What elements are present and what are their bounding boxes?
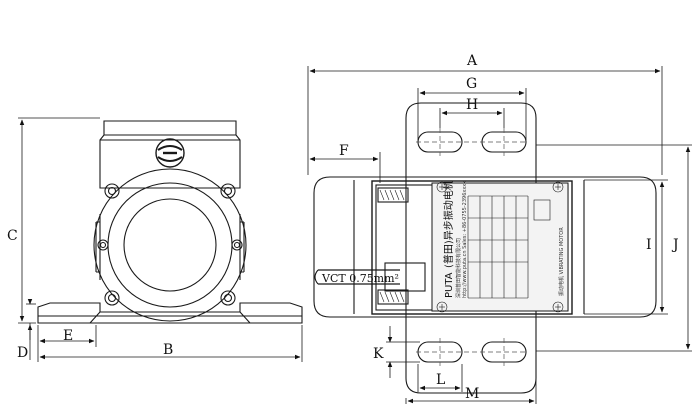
nameplate-contact: http://www.puta.cn Sales: +86-0755-2396x… — [462, 181, 468, 298]
nameplate-company: 深圳普田智能科技有限公司 — [455, 238, 462, 298]
dim-label-m: M — [465, 386, 479, 402]
nameplate: PUTA (普田)异步振动电机 深圳普田智能科技有限公司 http://www.… — [431, 180, 569, 313]
dim-label-i: I — [646, 237, 652, 253]
dim-label-b: B — [163, 342, 173, 358]
dim-label-d: D — [17, 345, 28, 361]
front-bolts — [97, 183, 243, 306]
nameplate-footer: 振动电机 VIBRATING MOTOR — [558, 227, 565, 296]
dim-label-a: A — [466, 53, 478, 69]
nameplate-brand: PUTA — [444, 272, 455, 298]
dim-label-g: G — [466, 76, 477, 92]
dim-label-h: H — [466, 97, 478, 113]
cable-spec-label: VCT 0.75mm² — [321, 272, 399, 285]
top-dimensions — [307, 66, 692, 404]
dim-label-k: K — [373, 346, 384, 362]
brand-logo-icon — [155, 138, 185, 168]
dim-label-j: J — [671, 237, 679, 253]
front-view — [37, 120, 303, 324]
dim-label-c: C — [7, 228, 18, 244]
dim-label-e: E — [63, 328, 73, 344]
front-dimensions — [18, 117, 303, 362]
dim-label-f: F — [339, 143, 349, 159]
hidden-lines — [416, 128, 528, 366]
nameplate-title: (普田)异步振动电机 — [442, 180, 455, 268]
dim-label-l: L — [436, 372, 445, 388]
